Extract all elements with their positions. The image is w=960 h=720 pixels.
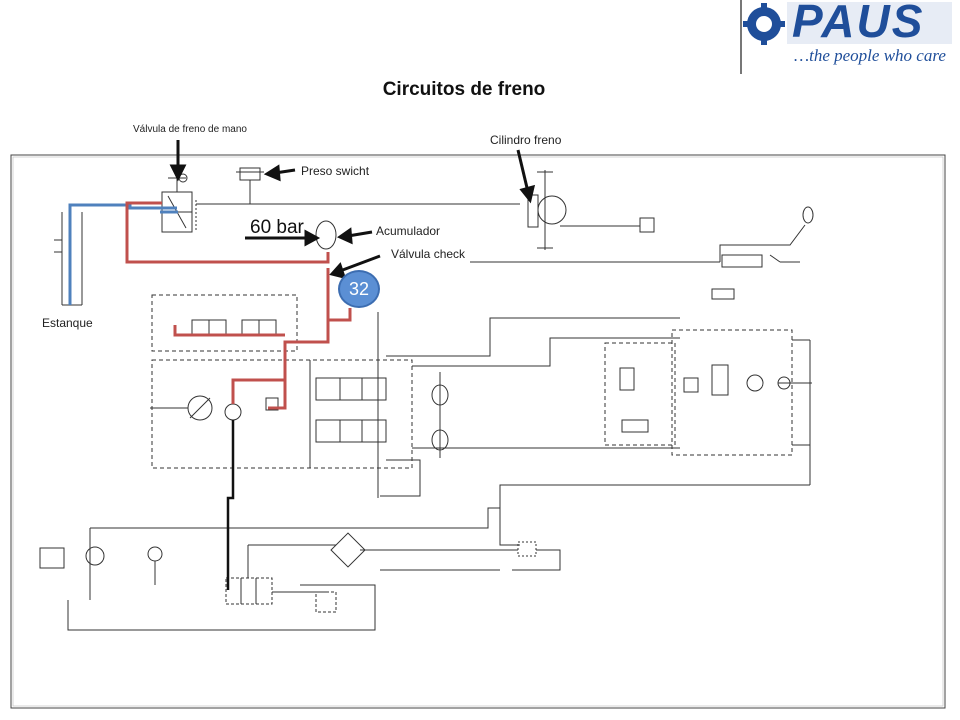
logo-brand-text: PAUS [792,0,925,47]
pressure-switch-arrow [263,164,296,182]
accumulator-arrow [336,227,373,245]
brake-cylinder-arrow [516,149,536,204]
pressure-line [125,201,352,410]
check-valve-arrow [329,254,381,280]
tank-symbol [54,212,83,306]
accumulator-symbol [315,220,337,250]
tank-label: Estanque [42,316,93,330]
hand-brake-valve-label: Válvula de freno de mano [133,124,247,135]
hand-brake-arrow [169,140,187,182]
brand-logo: PAUS …the people who care [740,0,955,74]
pressure-value-label: 60 bar [250,217,304,238]
accumulator-label: Acumulador [376,224,441,238]
pressure-value-arrow [245,229,321,247]
brake-cylinder-symbol [527,170,567,250]
pressure-switch-symbol [236,167,264,204]
brake-cylinder-label: Cilindro freno [490,133,562,147]
logo-graphic [740,0,952,74]
feed-line [226,420,235,590]
page-title: Circuitos de freno [382,79,546,100]
pressure-switch-label: Preso swicht [301,164,370,178]
return-line [68,203,177,305]
hand-brake-valve-symbol [161,173,197,233]
diagram-frame [10,154,946,709]
check-valve-label: Válvula check [391,247,466,261]
logo-tagline: …the people who care [794,46,946,65]
component-number-badge: 32 [338,270,380,308]
